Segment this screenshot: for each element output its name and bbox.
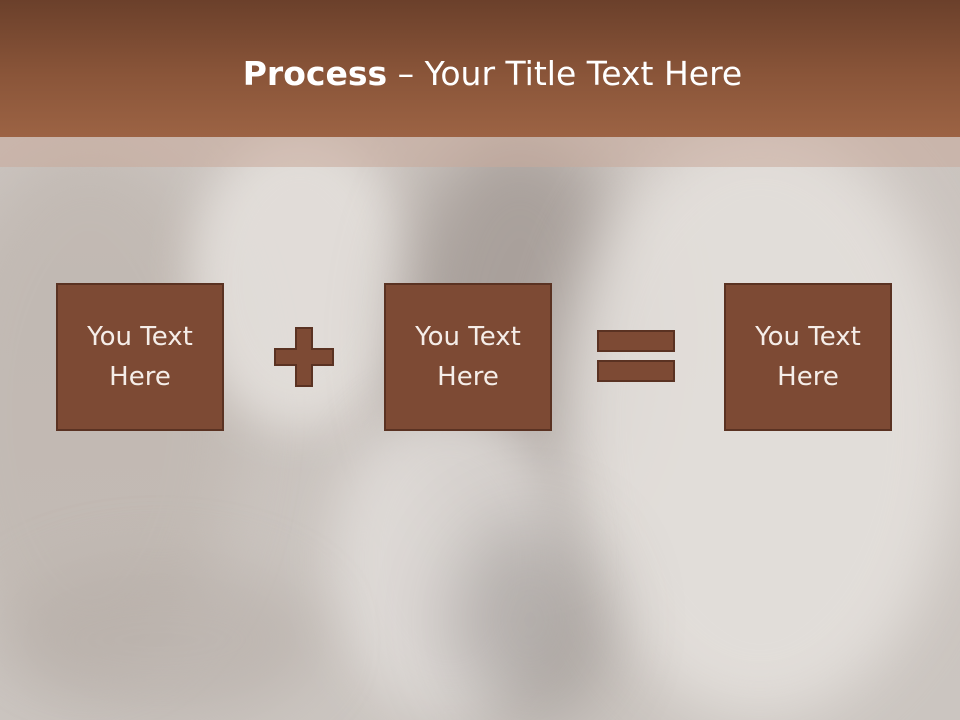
title-bold: Process xyxy=(242,54,388,93)
process-box-3: You Text Here xyxy=(724,283,892,431)
slide-title: Process – Your Title Text Here xyxy=(0,52,960,96)
title-bar-band xyxy=(0,137,960,167)
process-box-1: You Text Here xyxy=(56,283,224,431)
title-rest: – Your Title Text Here xyxy=(387,54,743,93)
process-box-2: You Text Here xyxy=(384,283,552,431)
equals-icon xyxy=(597,330,675,382)
plus-icon xyxy=(274,327,334,387)
title-bar xyxy=(0,0,960,137)
